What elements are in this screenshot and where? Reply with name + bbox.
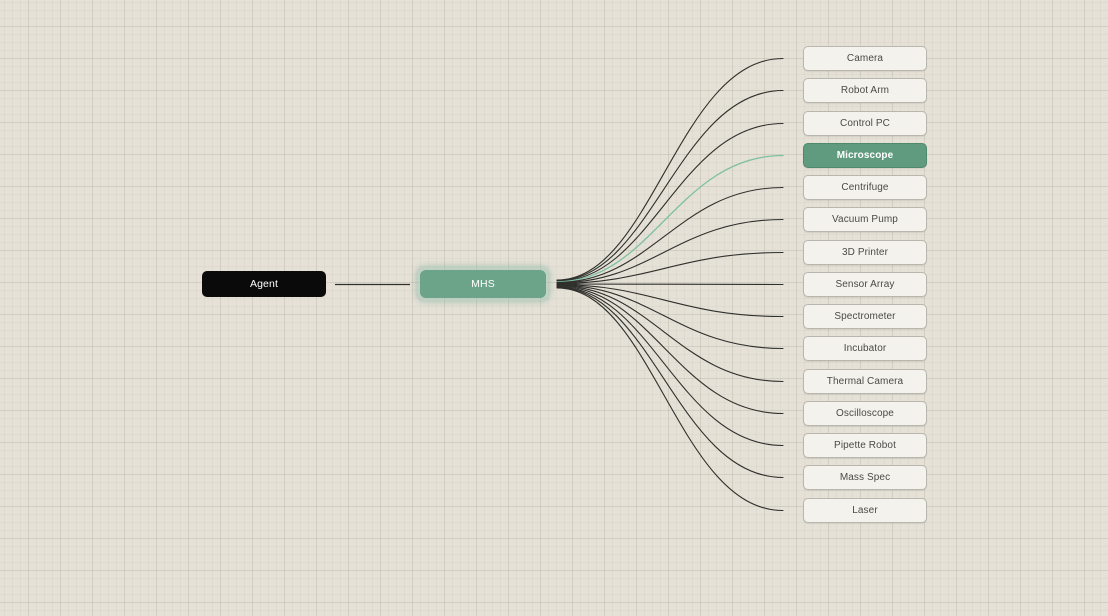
device-label: Vacuum Pump (832, 214, 898, 225)
device-node-pipette-robot[interactable]: Pipette Robot (803, 433, 927, 458)
wire-to-3d-printer (556, 251, 784, 284)
wire-to-oscilloscope (556, 285, 784, 415)
device-node-camera[interactable]: Camera (803, 46, 927, 71)
device-node-oscilloscope[interactable]: Oscilloscope (803, 401, 927, 426)
device-label: Spectrometer (834, 311, 896, 322)
device-label: Incubator (843, 343, 887, 354)
wire-to-mass-spec (556, 286, 784, 479)
hub-node[interactable]: MHS (420, 270, 546, 298)
device-label: Mass Spec (839, 472, 891, 483)
wire-to-vacuum-pump (556, 218, 784, 284)
wire-to-robot-arm (556, 89, 784, 282)
device-label: 3D Printer (841, 247, 888, 258)
device-node-spectrometer[interactable]: Spectrometer (803, 304, 927, 329)
device-node-vacuum-pump[interactable]: Vacuum Pump (803, 207, 927, 232)
wire-to-laser (556, 287, 784, 512)
device-label: Thermal Camera (826, 376, 904, 387)
device-label: Camera (846, 53, 884, 64)
device-label: Laser (852, 505, 878, 516)
device-label: Sensor Array (835, 279, 895, 290)
device-node-laser[interactable]: Laser (803, 498, 927, 523)
hub-label: MHS (471, 278, 495, 290)
wire-to-microscope (556, 154, 784, 283)
device-node-centrifuge[interactable]: Centrifuge (803, 175, 927, 200)
device-node-mass-spec[interactable]: Mass Spec (803, 465, 927, 490)
device-label: Centrifuge (841, 182, 889, 193)
wire-to-control-pc (556, 122, 784, 282)
agent-node[interactable]: Agent (202, 271, 326, 297)
device-node-3d-printer[interactable]: 3D Printer (803, 240, 927, 265)
device-label: Pipette Robot (834, 440, 896, 451)
wire-to-sensor-array (556, 283, 784, 286)
device-node-control-pc[interactable]: Control PC (803, 111, 927, 136)
device-node-sensor-array[interactable]: Sensor Array (803, 272, 927, 297)
device-node-robot-arm[interactable]: Robot Arm (803, 78, 927, 103)
wire-to-spectrometer (556, 284, 784, 318)
device-label: Control PC (840, 118, 890, 129)
wire-to-centrifuge (556, 186, 784, 283)
device-label: Oscilloscope (836, 408, 894, 419)
wire-to-pipette-robot (556, 286, 784, 447)
device-label: Microscope (836, 150, 894, 161)
wire-to-incubator (556, 284, 784, 350)
device-node-thermal-camera[interactable]: Thermal Camera (803, 369, 927, 394)
wire-to-thermal-camera (556, 285, 784, 383)
wire-to-camera (556, 57, 784, 281)
device-node-microscope[interactable]: Microscope (803, 143, 927, 168)
device-node-incubator[interactable]: Incubator (803, 336, 927, 361)
device-label: Robot Arm (840, 85, 890, 96)
agent-label: Agent (250, 278, 278, 290)
